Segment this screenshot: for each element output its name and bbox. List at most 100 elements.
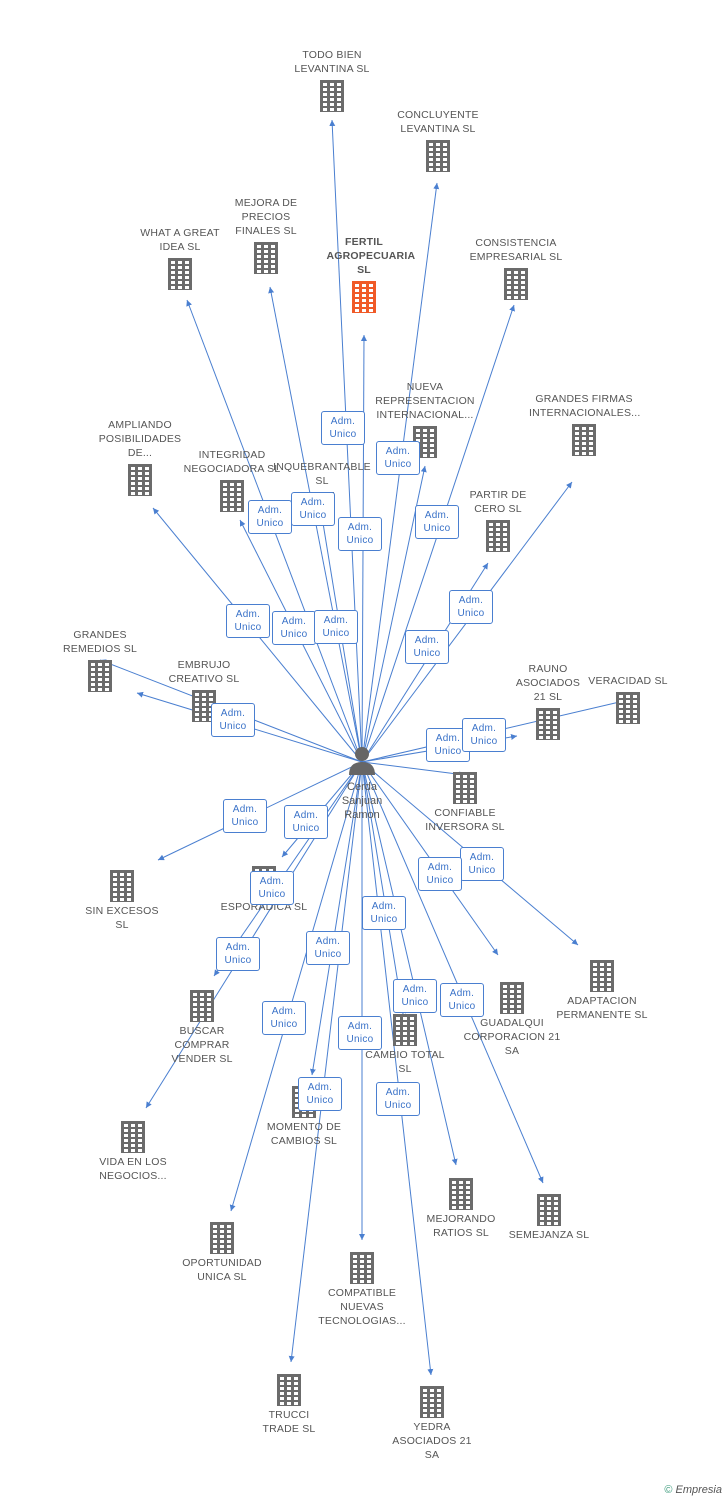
company-node-ampliando-posibilidades[interactable]: AMPLIANDO POSIBILIDADES DE... bbox=[85, 418, 195, 498]
role-badge-yedra-asociados[interactable]: Adm.Unico bbox=[376, 1082, 420, 1116]
role-badge-line: Adm. bbox=[330, 416, 356, 427]
role-badge-line: Unico bbox=[384, 459, 412, 470]
role-badge-oportunidad-unica[interactable]: Adm.Unico bbox=[262, 1001, 306, 1035]
company-name: INTEGRIDAD NEGOCIADORA SL bbox=[183, 449, 281, 475]
role-badge-line: Unico bbox=[470, 736, 498, 747]
company-node-integridad-negociadora[interactable]: INTEGRIDAD NEGOCIADORA SL bbox=[177, 448, 287, 514]
edge-yedra-asociados bbox=[361, 761, 434, 1376]
building-icon bbox=[210, 1222, 234, 1254]
company-node-yedra-asociados[interactable]: YEDRA ASOCIADOS 21 SA bbox=[377, 1382, 487, 1462]
role-badge-line: Adm. bbox=[385, 1087, 411, 1098]
role-badge-line: Adm. bbox=[385, 446, 411, 457]
role-badge-line: Adm. bbox=[427, 862, 453, 873]
company-node-semejanza[interactable]: SEMEJANZA SL bbox=[494, 1190, 604, 1242]
company-name: TODO BIEN LEVANTINA SL bbox=[294, 49, 370, 75]
company-name: GUADALQUI CORPORACION 21 SA bbox=[463, 1017, 561, 1057]
role-badge-grandes-firmas[interactable]: Adm.Unico bbox=[449, 590, 493, 624]
role-badge-mejora-de-precios[interactable]: Adm.Unico bbox=[248, 500, 292, 534]
company-name: ADAPTACION PERMANENTE SL bbox=[556, 995, 648, 1021]
company-node-concluyente-levantina[interactable]: CONCLUYENTE LEVANTINA SL bbox=[383, 108, 493, 174]
role-badge-integridad-negociadora[interactable]: Adm.Unico bbox=[272, 611, 316, 645]
company-node-consistencia-empresarial[interactable]: CONSISTENCIA EMPRESARIAL SL bbox=[461, 236, 571, 302]
company-name: NUEVA REPRESENTACION INTERNACIONAL... bbox=[375, 381, 475, 421]
company-node-fertil-agropecuaria[interactable]: FERTIL AGROPECUARIA SL bbox=[309, 235, 419, 315]
role-badge-inquebrantable[interactable]: Adm. Unico bbox=[314, 610, 358, 644]
role-badge-fertil-agropecuaria[interactable]: Adm.Unico bbox=[321, 411, 365, 445]
company-node-embrujo-creativo[interactable]: EMBRUJO CREATIVO SL bbox=[149, 658, 259, 724]
role-badge-confiable-inversora[interactable]: Adm. Unico bbox=[462, 718, 506, 752]
role-badge-vida-en-los-negocios[interactable]: Adm.Unico bbox=[216, 937, 260, 971]
building-icon bbox=[572, 424, 596, 456]
company-name: MEJORA DE PRECIOS FINALES SL bbox=[234, 197, 298, 237]
role-badge-line: Adm. bbox=[471, 723, 497, 734]
company-node-what-a-great-idea[interactable]: WHAT A GREAT IDEA SL bbox=[125, 226, 235, 292]
building-icon bbox=[486, 520, 510, 552]
role-badge-line: Adm. bbox=[323, 615, 349, 626]
company-node-adaptacion-permanente[interactable]: ADAPTACION PERMANENTE SL bbox=[547, 956, 657, 1022]
building-icon bbox=[254, 242, 278, 274]
role-badge-buscar-comprar-vender[interactable]: Adm.Unico bbox=[250, 871, 294, 905]
company-node-sin-excesos[interactable]: SIN EXCESOS SL bbox=[67, 866, 177, 932]
brand-logo: Empresia bbox=[675, 1484, 722, 1496]
role-badge-line: Unico bbox=[322, 628, 350, 639]
company-node-cambio-total[interactable]: CAMBIO TOTAL SL bbox=[350, 1010, 460, 1076]
company-node-compatible-nuevas[interactable]: COMPATIBLE NUEVAS TECNOLOGIAS... bbox=[307, 1248, 417, 1328]
role-badge-guadalqui-corporacion[interactable]: Adm.Unico bbox=[418, 857, 462, 891]
role-badge-line: Adm. bbox=[257, 505, 283, 516]
role-badge-trucci-trade[interactable]: Adm.Unico bbox=[298, 1077, 342, 1111]
company-node-buscar-comprar-vender[interactable]: BUSCAR COMPRAR VENDER SL bbox=[147, 986, 257, 1066]
company-node-rauno-asociados[interactable]: RAUNO ASOCIADOS 21 SL bbox=[493, 662, 603, 742]
role-badge-line: Adm. bbox=[315, 936, 341, 947]
role-badge-line: Adm. bbox=[458, 595, 484, 606]
company-node-vida-en-los-negocios[interactable]: VIDA EN LOS NEGOCIOS... bbox=[78, 1117, 188, 1183]
role-badge-momento-de-cambios[interactable]: Adm. Unico bbox=[306, 931, 350, 965]
role-badge-line: Unico bbox=[219, 721, 247, 732]
edge-mejorando-ratios bbox=[361, 761, 458, 1166]
role-badge-line: Unico bbox=[224, 955, 252, 966]
role-badge-adaptacion-permanente[interactable]: Adm.Unico bbox=[460, 847, 504, 881]
company-name: GRANDES FIRMAS INTERNACIONALES... bbox=[529, 393, 641, 419]
building-icon bbox=[88, 660, 112, 692]
role-badge-line: Unico bbox=[434, 746, 462, 757]
company-name: CAMBIO TOTAL SL bbox=[365, 1049, 445, 1075]
copyright-icon: © bbox=[664, 1484, 673, 1496]
role-badge-ampliando-posibilidades[interactable]: Adm.Unico bbox=[291, 492, 335, 526]
company-node-mejorando-ratios[interactable]: MEJORANDO RATIOS SL bbox=[406, 1174, 516, 1240]
role-badge-esporadica[interactable]: Adm.Unico bbox=[284, 805, 328, 839]
company-node-confiable-inversora[interactable]: CONFIABLE INVERSORA SL bbox=[410, 768, 520, 834]
role-badge-line: Adm. bbox=[259, 876, 285, 887]
footer: © Empresia bbox=[664, 1484, 722, 1496]
company-name: MEJORANDO RATIOS SL bbox=[426, 1213, 496, 1239]
role-badge-line: Unico bbox=[314, 949, 342, 960]
company-node-grandes-remedios[interactable]: GRANDES REMEDIOS SL bbox=[45, 628, 155, 694]
role-badge-mejorando-ratios[interactable]: Adm.Unico bbox=[393, 979, 437, 1013]
role-badge-sin-excesos[interactable]: Adm.Unico bbox=[223, 799, 267, 833]
company-node-todo-bien-levantina[interactable]: TODO BIEN LEVANTINA SL bbox=[277, 48, 387, 114]
role-badge-what-a-great-idea[interactable]: Adm.Unico bbox=[226, 604, 270, 638]
company-node-trucci-trade[interactable]: TRUCCI TRADE SL bbox=[234, 1370, 344, 1436]
company-node-mejora-de-precios[interactable]: MEJORA DE PRECIOS FINALES SL bbox=[211, 196, 321, 276]
building-icon bbox=[536, 708, 560, 740]
company-name: AMPLIANDO POSIBILIDADES DE... bbox=[98, 419, 182, 459]
company-node-guadalqui-corporacion[interactable]: GUADALQUI CORPORACION 21 SA bbox=[457, 978, 567, 1058]
company-node-veracidad[interactable]: VERACIDAD SL bbox=[573, 674, 683, 726]
center-person[interactable]: Cerda Sanjuan Ramon bbox=[332, 745, 392, 822]
role-badge-line: Adm. bbox=[469, 852, 495, 863]
building-icon bbox=[426, 140, 450, 172]
role-badge-line: Adm. bbox=[307, 1082, 333, 1093]
company-node-grandes-firmas[interactable]: GRANDES FIRMAS INTERNACIONALES... bbox=[529, 392, 641, 458]
company-node-partir-de-cero[interactable]: PARTIR DE CERO SL bbox=[443, 488, 553, 554]
role-badge-semejanza[interactable]: Adm.Unico bbox=[440, 983, 484, 1017]
role-badge-embrujo-creativo[interactable]: Adm.Unico bbox=[211, 703, 255, 737]
role-badge-partir-de-cero[interactable]: Adm.Unico bbox=[405, 630, 449, 664]
company-name: CONSISTENCIA EMPRESARIAL SL bbox=[469, 237, 563, 263]
role-badge-nueva-representacion[interactable]: Adm.Unico bbox=[338, 517, 382, 551]
role-badge-consistencia-empresarial[interactable]: Adm.Unico bbox=[415, 505, 459, 539]
company-node-oportunidad-unica[interactable]: OPORTUNIDAD UNICA SL bbox=[167, 1218, 277, 1284]
role-badge-cambio-total[interactable]: Adm.Unico bbox=[362, 896, 406, 930]
role-badge-line: Unico bbox=[370, 914, 398, 925]
building-icon bbox=[168, 258, 192, 290]
role-badge-concluyente-levantina[interactable]: Adm. Unico bbox=[376, 441, 420, 475]
role-badge-compatible-nuevas[interactable]: Adm.Unico bbox=[338, 1016, 382, 1050]
role-badge-line: Unico bbox=[346, 535, 374, 546]
